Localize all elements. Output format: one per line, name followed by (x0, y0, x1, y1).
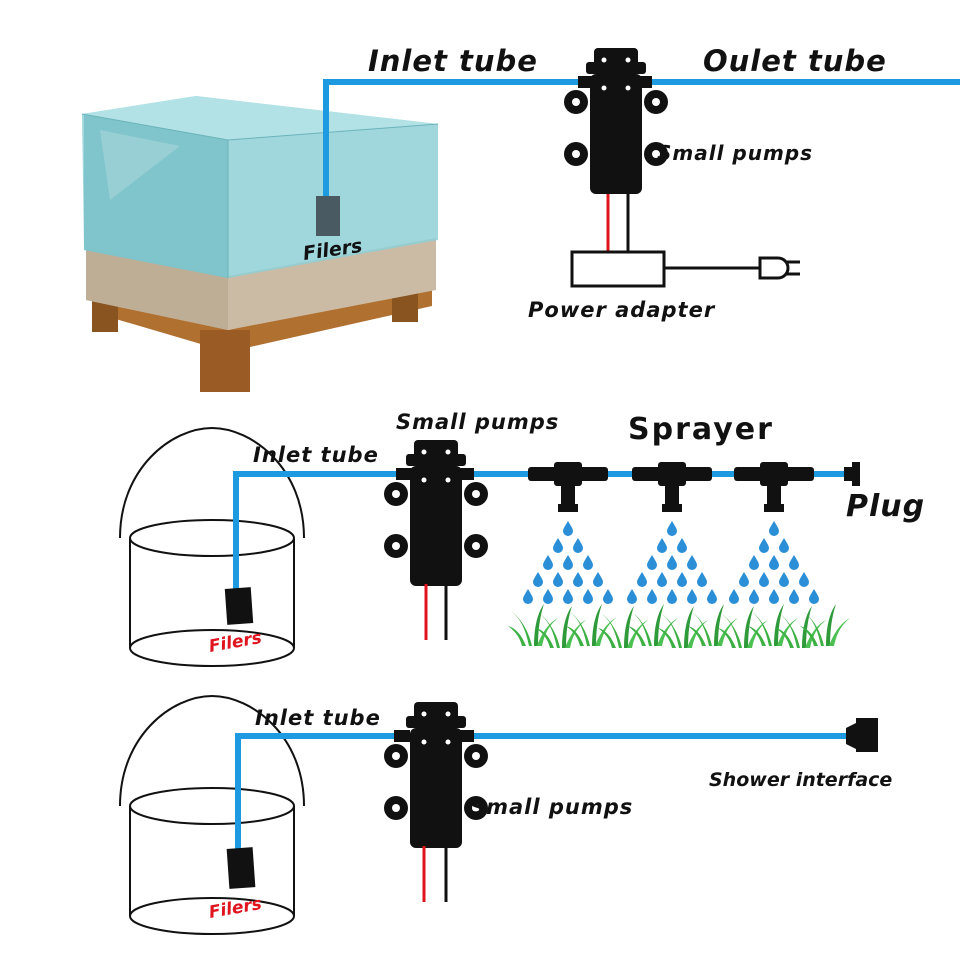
inlet-tube-label: Inlet tube (368, 44, 538, 78)
small-pump (384, 702, 488, 848)
sprayer-tee-1 (528, 462, 608, 512)
shower-interface-label: Shower interface (709, 769, 892, 791)
inlet-tube (235, 733, 400, 850)
water-spray (523, 521, 819, 604)
scene-middle: Filers Inlet tube Small pumps Sprayer Pl… (119, 410, 925, 667)
inlet-tube-label: Inlet tube (255, 706, 381, 730)
water-bucket (119, 695, 305, 935)
power-adapter-label: Power adapter (528, 298, 716, 322)
filter-label: Filers (207, 628, 263, 657)
sprayer-tee-2 (632, 462, 712, 512)
scene-bottom: Filers Inlet tube Small pumps Shower int… (119, 695, 892, 935)
pump-label: Small pumps (657, 141, 813, 165)
filter-block (226, 847, 256, 889)
power-adapter (570, 250, 666, 288)
outlet-tube-label: Oulet tube (703, 44, 887, 78)
pump-label: Small pumps (396, 410, 559, 434)
inlet-tube (323, 79, 580, 196)
inlet-tube-label: Inlet tube (253, 443, 379, 467)
small-pump (564, 48, 668, 194)
shower-interface-connector (846, 718, 878, 752)
pump-label: Small pumps (470, 795, 633, 819)
power-plug-icon (758, 256, 800, 280)
inlet-tube (233, 471, 400, 590)
sprayer-tee-3 (734, 462, 814, 512)
end-plug (844, 462, 860, 486)
filter-block (316, 196, 340, 236)
grass (508, 604, 850, 648)
aquarium-tank (81, 96, 439, 392)
filter-block (224, 587, 254, 625)
sprayer-label: Sprayer (628, 412, 774, 447)
plug-label: Plug (846, 489, 925, 524)
scene-top: Filers Inlet tube Oulet tube Small pumps… (81, 44, 960, 392)
small-pump (384, 440, 488, 586)
